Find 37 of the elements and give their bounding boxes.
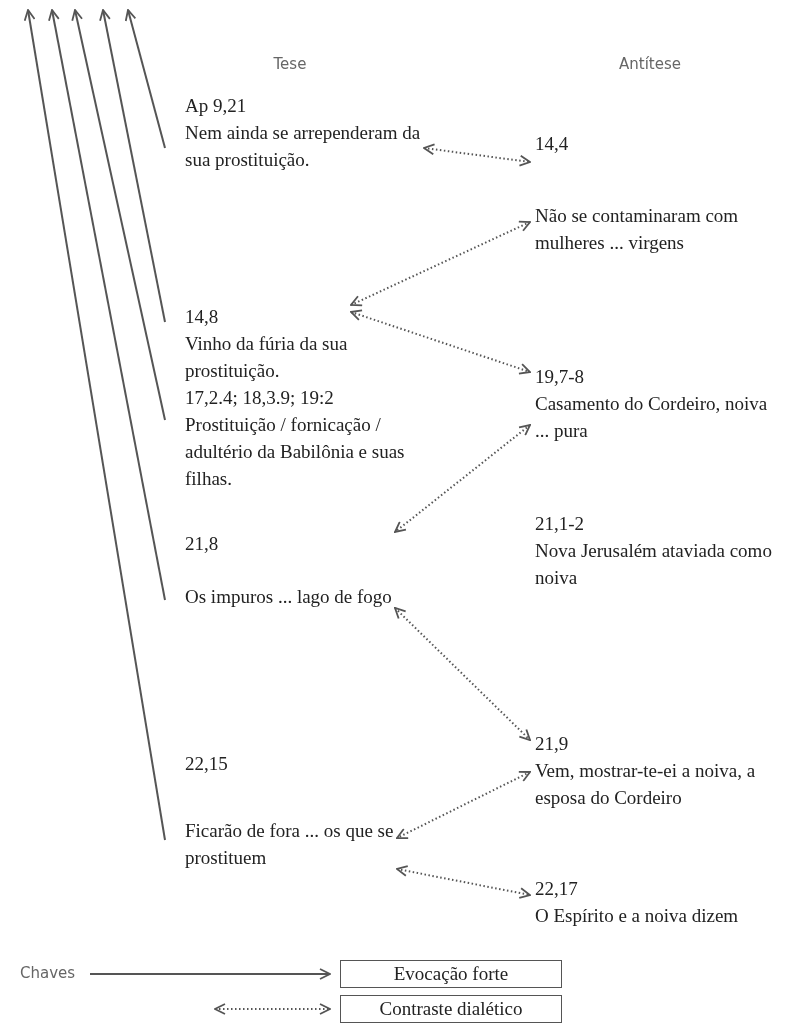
- verse-text: Prostituição / fornicação / adultério da Babilônia e suas filhas.: [185, 413, 406, 491]
- column-heading: Tese: [273, 55, 307, 73]
- verse-reference: 21,1-2: [535, 512, 586, 536]
- arrow: [48, 9, 166, 601]
- double-arrow: [423, 143, 531, 167]
- verse-reference: 22,15: [185, 752, 229, 776]
- verse-text: Casamento do Cordeiro, noiva ... pura: [535, 392, 769, 443]
- arrow: [124, 9, 166, 149]
- double-arrow: [394, 424, 531, 533]
- verse-reference: 14,8: [185, 305, 220, 329]
- arrow: [99, 9, 166, 323]
- verse-reference: 22,17: [535, 877, 579, 901]
- verse-reference: 19,7-8: [535, 365, 586, 389]
- column-heading: Antítese: [619, 55, 681, 73]
- verse-text: Os impuros ... lago de fogo: [185, 585, 393, 609]
- verse-text: Vinho da fúria da sua prostituição.: [185, 332, 349, 383]
- double-arrow: [396, 771, 531, 839]
- double-arrow: [394, 607, 531, 741]
- verse-reference: 14,4: [535, 132, 570, 156]
- arrow: [23, 9, 166, 841]
- verse-reference: Ap 9,21: [185, 94, 248, 118]
- verse-text: Ficarão de fora ... os que se prostituem: [185, 819, 395, 870]
- verse-reference: 17,2.4; 18,3.9; 19:2: [185, 386, 335, 410]
- verse-text: O Espírito e a noiva dizem: [535, 904, 740, 928]
- verse-text: Não se contaminaram com mulheres ... virgens: [535, 204, 740, 255]
- verse-text: Vem, mostrar-te-ei a noiva, a esposa do Cordeiro: [535, 759, 757, 810]
- double-arrow: [396, 865, 531, 899]
- verse-reference: 21,9: [535, 732, 570, 756]
- legend-entry: Contraste dialético: [340, 995, 562, 1023]
- legend-title: Chaves: [20, 964, 76, 982]
- double-arrow: [350, 220, 531, 307]
- arrow: [71, 9, 166, 421]
- legend-entry: Evocação forte: [340, 960, 562, 988]
- verse-text: Nem ainda se arrependeram da sua prostituição.: [185, 121, 422, 172]
- double-arrow: [350, 309, 531, 375]
- verse-text: Nova Jerusalém ataviada como noiva: [535, 539, 773, 590]
- verse-reference: 21,8: [185, 532, 220, 556]
